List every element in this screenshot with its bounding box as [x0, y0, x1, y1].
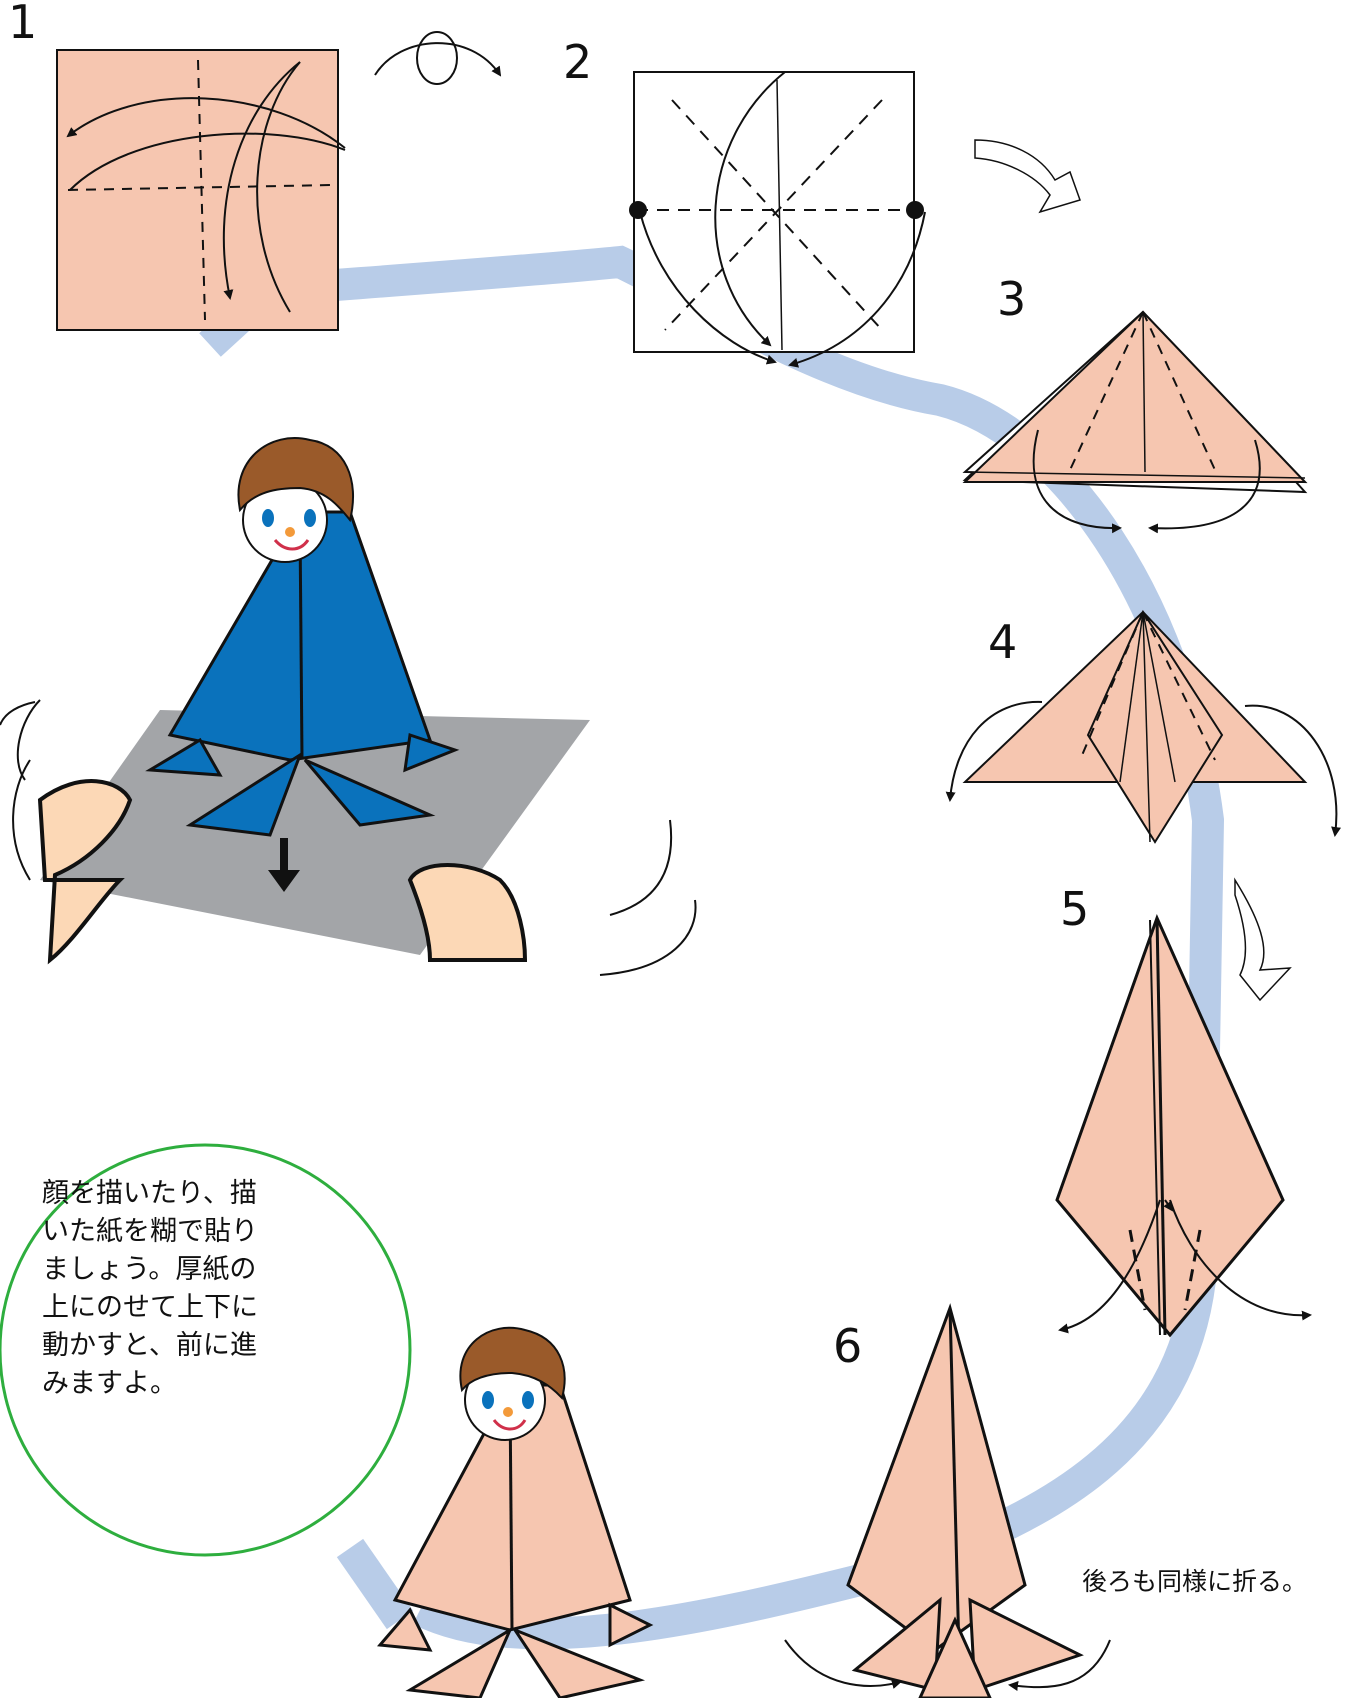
left-hand	[37, 779, 133, 965]
flow-path-tail	[336, 1538, 414, 1630]
step-6-number: 6	[833, 1319, 862, 1373]
step-4: 4	[945, 609, 1342, 1002]
flip-over-icon	[374, 42, 502, 77]
step-5: 5	[1055, 882, 1312, 1338]
step-1: 1	[8, 0, 502, 331]
paper-square-pink	[56, 49, 339, 331]
step-3-number: 3	[997, 272, 1026, 326]
diamond-shape	[1055, 913, 1285, 1338]
triangle-base	[962, 310, 1308, 483]
step-2: 2	[563, 35, 1081, 368]
instruction-line-3: ましょう。厚紙の	[42, 1254, 256, 1285]
step-1-number: 1	[8, 0, 37, 49]
figure-hair	[237, 437, 355, 523]
folded-body	[846, 1303, 1027, 1652]
instruction-line-4: 上にのせて上下に	[42, 1292, 258, 1323]
instruction-bubble: 顔を描いたり、描 いた紙を糊で貼り ましょう。厚紙の 上にのせて上下に 動かすと…	[0, 1143, 412, 1557]
next-step-arrow-icon	[974, 139, 1081, 214]
fold-back-same-note: 後ろも同様に折る。	[1082, 1567, 1307, 1596]
step-6: 6 後ろも同様に折る。	[784, 1303, 1307, 1698]
instruction-line-2: いた紙を糊で貼り	[42, 1216, 258, 1247]
instruction-line-6: みますよ。	[42, 1368, 177, 1399]
instruction-line-1: 顔を描いたり、描	[42, 1178, 257, 1209]
flow-path	[199, 245, 1225, 1650]
step-2-number: 2	[563, 35, 592, 89]
step-5-number: 5	[1060, 882, 1089, 936]
right-hand	[407, 863, 528, 962]
demo-scene	[0, 437, 697, 976]
down-arrow-icon	[268, 838, 300, 892]
step-3: 3	[962, 272, 1308, 534]
finished-figure	[376, 1326, 654, 1698]
step-4-number: 4	[988, 615, 1017, 669]
instruction-line-5: 動かすと、前に進	[42, 1330, 257, 1361]
